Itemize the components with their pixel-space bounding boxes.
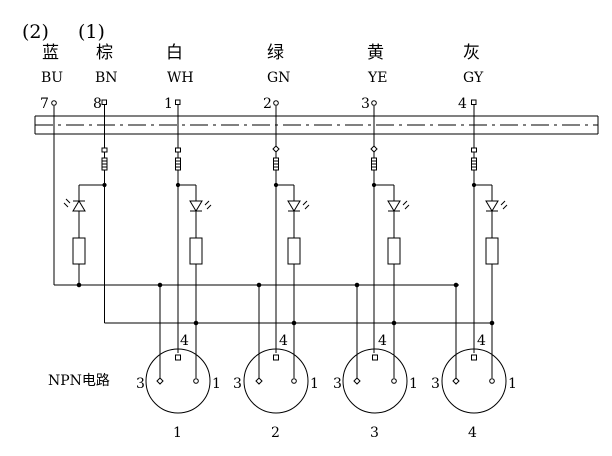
terminal-4 — [471, 99, 477, 105]
wire-code-gy: GY — [463, 70, 484, 86]
output-led-branches — [175, 182, 508, 353]
terminal-3 — [371, 100, 377, 106]
terminal-2 — [273, 100, 279, 106]
circuit-label: NPN电路 — [48, 373, 110, 389]
connector-4-number: 4 — [468, 425, 477, 441]
connector-2-number: 2 — [271, 425, 280, 441]
wire-code-gn: GN — [267, 70, 290, 86]
top-label-2: (2) — [22, 21, 49, 43]
connector-3: 4 3 1 3 — [333, 333, 418, 441]
wire-cn-gy: 灰 — [463, 43, 480, 63]
connector-2-pin-right: 1 — [310, 376, 319, 392]
terminal-8 — [101, 99, 107, 105]
connector-2-pin-left: 3 — [233, 376, 242, 392]
wire-pin-ye: 3 — [361, 96, 370, 112]
wire-code-wh: WH — [167, 70, 194, 86]
wire-lines — [51, 99, 477, 323]
connector-3-pin-right: 1 — [409, 376, 418, 392]
connector-4-pin-right: 1 — [508, 376, 517, 392]
connector-3-pin-left: 3 — [333, 376, 342, 392]
connector-4-pin-top: 4 — [477, 333, 486, 349]
connector-1: 4 3 1 1 — [136, 333, 221, 441]
wire-pin-wh: 1 — [164, 96, 173, 112]
wire-cn-ye: 黄 — [367, 43, 384, 63]
terminal-1 — [175, 99, 181, 105]
wire-code-bu: BU — [41, 70, 63, 86]
connector-3-number: 3 — [370, 425, 379, 441]
cable-sheath — [34, 115, 599, 135]
fuse-blocks — [101, 145, 477, 171]
connector-1-number: 1 — [173, 425, 182, 441]
wire-labels: 蓝 棕 白 绿 黄 灰 BU BN WH GN YE GY 7 8 1 2 3 … — [40, 43, 484, 112]
connector-2-pin-top: 4 — [279, 333, 288, 349]
wire-cn-bu: 蓝 — [42, 43, 59, 63]
bus-lines — [54, 282, 495, 378]
connector-1-pin-left: 3 — [136, 376, 145, 392]
connector-4: 4 3 1 4 — [431, 333, 517, 441]
bn-led-branch — [63, 182, 107, 285]
wire-code-ye: YE — [367, 70, 387, 86]
connector-1-pin-top: 4 — [180, 333, 189, 349]
wire-pin-gn: 2 — [263, 96, 272, 112]
connector-1-pin-right: 1 — [212, 376, 221, 392]
wire-pin-bu: 7 — [40, 96, 49, 112]
wire-pin-gy: 4 — [458, 96, 467, 112]
wire-cn-wh: 白 — [166, 43, 183, 63]
terminal-7 — [51, 100, 57, 106]
wire-code-bn: BN — [95, 70, 118, 86]
wire-cn-gn: 绿 — [267, 43, 284, 63]
connector-3-pin-top: 4 — [378, 333, 387, 349]
connector-4-pin-left: 3 — [431, 376, 440, 392]
wire-pin-bn: 8 — [93, 96, 102, 112]
top-label-1: (1) — [78, 21, 105, 43]
wire-cn-bn: 棕 — [96, 43, 113, 63]
connector-2: 4 3 1 2 — [233, 333, 319, 441]
